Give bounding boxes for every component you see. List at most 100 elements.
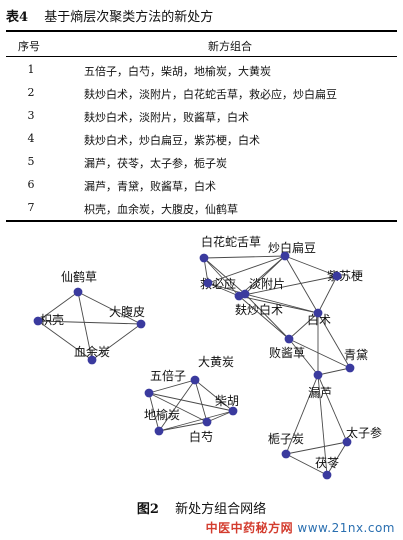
- network-node-baishao: 白芍: [189, 417, 213, 444]
- network-node-qingdai: 青黛: [344, 348, 368, 373]
- network-edge: [284, 255, 338, 277]
- network-edge: [317, 374, 328, 476]
- network-node-label: 青黛: [344, 348, 368, 362]
- network-edge: [288, 312, 319, 340]
- network-node-baijiangcao: 败酱草: [269, 334, 305, 360]
- figure-caption: 图2 新处方组合网络: [0, 498, 403, 517]
- network-edge: [203, 255, 286, 259]
- network-edge: [317, 275, 338, 314]
- network-node-fuchaobaizhu: 麸炒白术: [234, 291, 283, 317]
- network-edge: [91, 323, 142, 361]
- network-node-dot: [345, 363, 355, 373]
- network-node-dot: [313, 370, 323, 380]
- table-top-rule: [6, 30, 397, 32]
- network-node-label: 炒白扁豆: [268, 240, 316, 255]
- network-node-dot: [228, 406, 238, 416]
- network-edge: [148, 379, 196, 394]
- network-edge: [148, 392, 160, 432]
- row-prescription: 枳壳，血余炭，大腹皮，仙鹤草: [84, 203, 238, 216]
- network-edge: [77, 291, 142, 325]
- network-node-label: 地榆炭: [144, 407, 180, 422]
- network-node-label: 白花蛇舌草: [201, 234, 261, 249]
- network-edge: [244, 255, 286, 295]
- network-edge: [203, 257, 240, 297]
- network-node-dot: [322, 470, 332, 480]
- prescription-network-graph: 仙鹤草大腹皮枳壳血余炭白花蛇舌草炒白扁豆救必应紫苏梗淡附片麸炒白术白术败酱草青黛…: [33, 234, 382, 480]
- row-index: 5: [27, 155, 35, 168]
- network-node-zhiqiao: 枳壳: [33, 313, 64, 327]
- network-node-zhizitan: 栀子炭: [268, 432, 304, 459]
- watermark-site-name: 中医中药秘方网: [205, 521, 294, 535]
- network-node-label: 大黄炭: [198, 355, 234, 369]
- table-header-rule: [6, 56, 397, 57]
- network-edge: [244, 293, 290, 340]
- network-edge: [148, 392, 234, 412]
- row-prescription: 麸炒白术，炒白扁豆，紫苏梗，白术: [84, 134, 260, 147]
- network-node-chaihu: 柴胡: [215, 394, 239, 416]
- network-node-label: 紫苏梗: [327, 268, 363, 283]
- row-prescription: 漏芦，茯苓，太子参，栀子炭: [84, 157, 227, 170]
- network-node-dot: [199, 253, 209, 263]
- network-edge: [158, 379, 196, 432]
- network-edge: [37, 291, 79, 322]
- network-node-label: 大腹皮: [109, 305, 145, 319]
- network-node-dot: [284, 334, 294, 344]
- network-edge: [285, 374, 319, 455]
- site-watermark: 中医中药秘方网 www.21nx.com: [206, 519, 395, 536]
- table-bottom-rule: [6, 220, 397, 222]
- network-edge: [285, 441, 348, 455]
- network-edge: [207, 282, 240, 297]
- row-index: 1: [27, 63, 35, 76]
- row-index: 2: [27, 86, 35, 99]
- network-edge: [326, 441, 348, 476]
- network-edge: [244, 293, 319, 314]
- network-edge: [148, 392, 208, 423]
- network-node-label: 茯苓: [315, 456, 339, 470]
- network-node-baizhu: 白术: [307, 308, 331, 327]
- header-index: 序号: [18, 40, 40, 53]
- network-node-dahuangtan: 大黄炭: [190, 355, 234, 385]
- network-node-label: 栀子炭: [268, 432, 304, 446]
- network-edge: [158, 410, 234, 432]
- network-node-fuling: 茯苓: [315, 456, 339, 480]
- network-node-baihuashe: 白花蛇舌草: [199, 234, 261, 263]
- network-edge: [194, 379, 234, 412]
- network-edge: [158, 421, 208, 432]
- network-edge: [317, 367, 351, 376]
- network-edge: [207, 255, 286, 284]
- network-node-dot: [313, 308, 323, 318]
- network-node-zisugeng: 紫苏梗: [327, 268, 363, 283]
- network-node-jiubiying: 救必应: [200, 276, 236, 291]
- network-node-label: 枳壳: [40, 313, 64, 327]
- network-edge: [206, 410, 234, 423]
- network-node-dot: [281, 449, 291, 459]
- row-prescription: 麸炒白术，淡附片，败酱草，白术: [84, 111, 249, 124]
- header-prescription: 新方组合: [208, 40, 252, 53]
- network-node-loulu: 漏芦: [308, 370, 332, 400]
- network-node-dot: [33, 316, 43, 326]
- figure-title: 新处方组合网络: [175, 502, 267, 517]
- row-index: 3: [27, 109, 35, 122]
- network-node-label: 柴胡: [215, 394, 239, 408]
- network-edge: [194, 379, 208, 423]
- network-edge: [285, 453, 328, 476]
- network-node-dot: [202, 417, 212, 427]
- table-caption: 表4 基于熵层次聚类方法的新处方: [6, 6, 213, 25]
- network-node-dafupi: 大腹皮: [109, 305, 146, 329]
- network-edge: [288, 338, 319, 376]
- network-node-dot: [280, 251, 290, 261]
- network-node-label: 血余炭: [74, 344, 110, 359]
- network-edge: [203, 257, 246, 295]
- network-node-xueyutan: 血余炭: [74, 344, 110, 365]
- network-edge: [238, 295, 290, 340]
- network-node-label: 败酱草: [269, 345, 305, 360]
- figure-number: 图2: [136, 502, 159, 517]
- network-edge: [238, 295, 319, 314]
- watermark-domain: www.21nx.com: [297, 521, 395, 535]
- network-node-taizishen: 太子参: [342, 425, 382, 447]
- network-edge: [238, 275, 338, 297]
- row-index: 4: [27, 132, 35, 145]
- network-edge: [77, 291, 93, 361]
- network-node-label: 漏芦: [308, 386, 332, 400]
- network-node-dot: [73, 287, 83, 297]
